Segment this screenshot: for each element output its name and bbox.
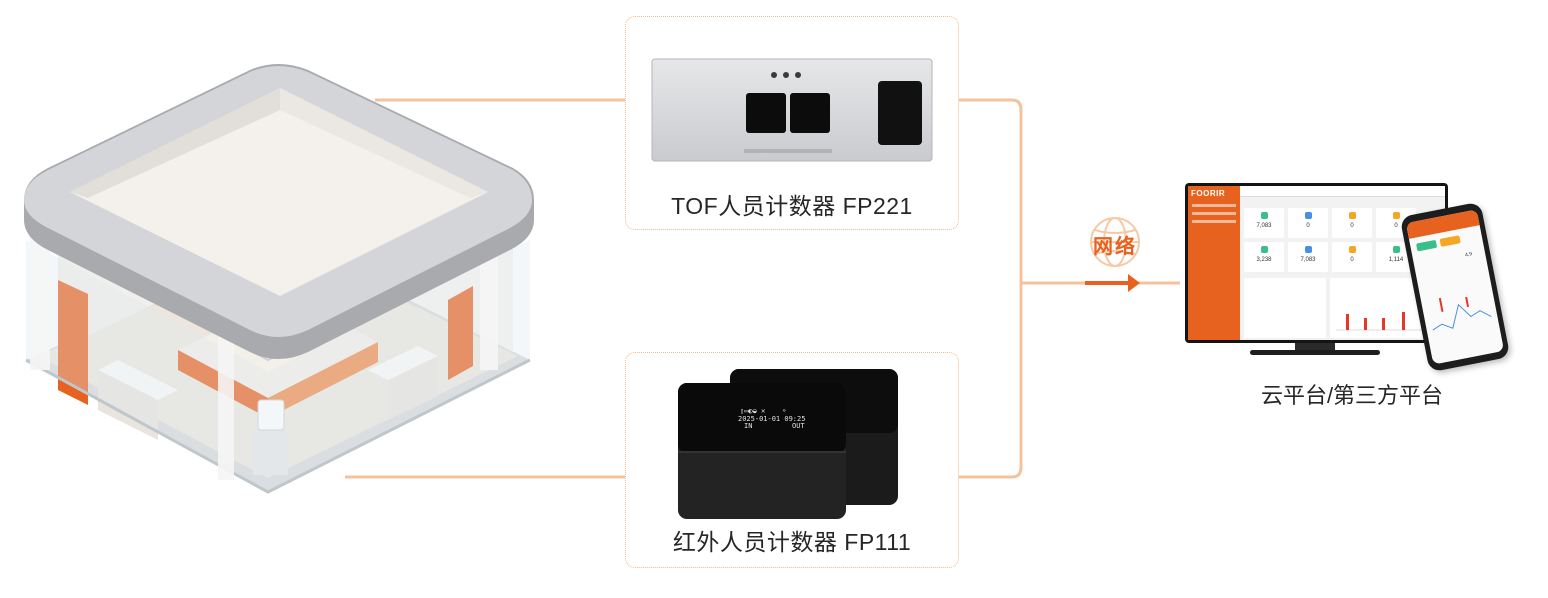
stat-card: 7,083 <box>1288 242 1328 272</box>
tof-device-label: TOF人员计数器 FP221 <box>671 193 913 219</box>
tof-to-hub-line <box>958 98 1023 479</box>
retail-store-illustration <box>24 64 534 494</box>
ir-datetime: 2025-01-01 09:25 <box>738 415 806 423</box>
network-label: 网络 <box>1093 236 1137 258</box>
phone-screen: 4,9 <box>1405 209 1505 365</box>
ir-device-label: 红外人员计数器 FP111 <box>672 529 912 555</box>
phone-line-chart <box>1432 296 1492 331</box>
stat-card: 3,238 <box>1244 242 1284 272</box>
ir-out-label: OUT <box>792 422 805 430</box>
phone-stat-value: 4,9 <box>1464 251 1473 259</box>
phone-stat <box>1416 239 1438 252</box>
network-arrow <box>1085 274 1140 292</box>
ir-counter-device <box>678 369 898 519</box>
tof-device-card: TOF人员计数器 FP221 <box>625 16 959 230</box>
ir-status-icons: ▯▭◐◒ ✕ ⌔ <box>740 407 787 415</box>
phone-stat <box>1439 235 1461 247</box>
globe-icon <box>1090 217 1140 267</box>
ir-in-label: IN <box>744 422 753 430</box>
monitor-neck <box>1295 343 1335 353</box>
ir-device-card: ▯▭◐◒ ✕ ⌔ 2025-01-01 09:25 IN OUT 红外人员计数器… <box>625 352 959 568</box>
dashboard-sidebar: FOORIR <box>1188 186 1240 340</box>
sidebar-item <box>1192 204 1236 207</box>
platform-label: 云平台/第三方平台 <box>1260 383 1444 408</box>
dashboard-logo: FOORIR <box>1191 189 1226 198</box>
stat-card: 0 <box>1332 242 1372 272</box>
monitor-base <box>1250 350 1380 355</box>
stat-card: 0 <box>1332 208 1372 238</box>
sidebar-item <box>1192 220 1236 223</box>
summary-panel <box>1244 278 1326 338</box>
dashboard-screen: FOORIR 7,083 0 0 0 3,238 7,083 0 1,114 <box>1188 186 1445 340</box>
sidebar-item <box>1192 212 1236 215</box>
tof-counter-device <box>651 58 933 162</box>
stat-card: 7,083 <box>1244 208 1284 238</box>
phone-header <box>1405 209 1480 239</box>
mobile-phone: 4,9 <box>1399 201 1511 373</box>
stat-card: 0 <box>1288 208 1328 238</box>
dashboard-topbar <box>1240 186 1445 197</box>
